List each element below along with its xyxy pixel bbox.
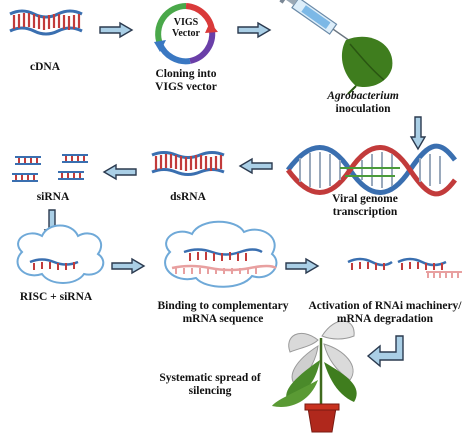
arrow-cdna-to-vector — [99, 22, 133, 38]
activation-label-1: Activation of RNAi machinery/ — [308, 300, 462, 312]
viral-genome-helix — [285, 143, 457, 197]
dsrna-strand — [151, 151, 225, 176]
dsrna-label: dsRNA — [170, 191, 206, 203]
arrow-viral-to-dsrna — [239, 158, 273, 174]
vector-label-2: Vector — [172, 28, 200, 39]
leaf — [341, 36, 393, 95]
spread-label-2: silencing — [188, 385, 232, 397]
arrow-risc-to-binding — [111, 258, 145, 274]
risc-cloud — [16, 224, 105, 284]
spread-label-1: Systematic spread of — [159, 372, 261, 384]
arrow-agro-to-viral — [410, 116, 426, 150]
silenced-plant — [272, 320, 357, 433]
cloning-label-2: VIGS vector — [155, 81, 217, 93]
arrow-binding-to-activation — [285, 258, 319, 274]
binding-cloud — [164, 220, 278, 288]
agro-label-1: Agrobacterium — [327, 90, 399, 102]
activation-label-2: mRNA degradation — [336, 313, 434, 325]
cdna-strand — [9, 9, 83, 36]
cdna-label: cDNA — [29, 61, 61, 73]
viral-label-2: transcription — [332, 206, 398, 218]
sirna-label: siRNA — [36, 191, 70, 203]
viral-label-1: Viral genome — [332, 193, 398, 205]
arrow-activation-to-plant — [366, 335, 404, 368]
arrow-dsrna-to-sirna — [103, 164, 137, 180]
agro-label-2: inoculation — [335, 103, 391, 115]
arrow-vector-to-agro — [237, 22, 271, 38]
binding-label-1: Binding to complementary — [157, 300, 289, 312]
mrna-degradation-fragments — [347, 257, 462, 278]
binding-label-2: mRNA sequence — [182, 313, 264, 325]
vigs-vector-plasmid — [154, 3, 218, 65]
sirna-fragments — [12, 154, 88, 182]
risc-label: RISC + siRNA — [19, 291, 93, 303]
cloning-label-1: Cloning into — [155, 68, 217, 80]
vector-label-1: VIGS — [173, 17, 199, 28]
